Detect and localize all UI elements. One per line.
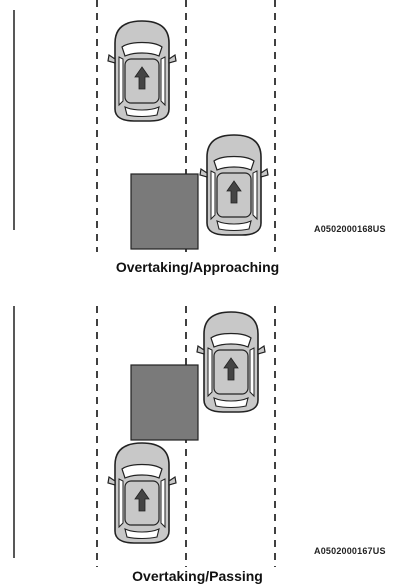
car-top-view-icon [107, 442, 177, 544]
panel-overtaking-approaching [13, 0, 276, 252]
blind-spot-zone [130, 173, 199, 250]
car-top-view-icon [196, 311, 266, 413]
figure-code-label: A0502000168US [314, 224, 386, 234]
panel-overtaking-passing [13, 306, 276, 567]
car-top-view-icon [199, 134, 269, 236]
panel-caption: Overtaking/Passing [132, 568, 263, 584]
figure-code-label: A0502000167US [314, 546, 386, 556]
car-top-view-icon [107, 20, 177, 122]
blind-spot-zone [130, 364, 199, 441]
panel-caption: Overtaking/Approaching [115, 259, 280, 275]
